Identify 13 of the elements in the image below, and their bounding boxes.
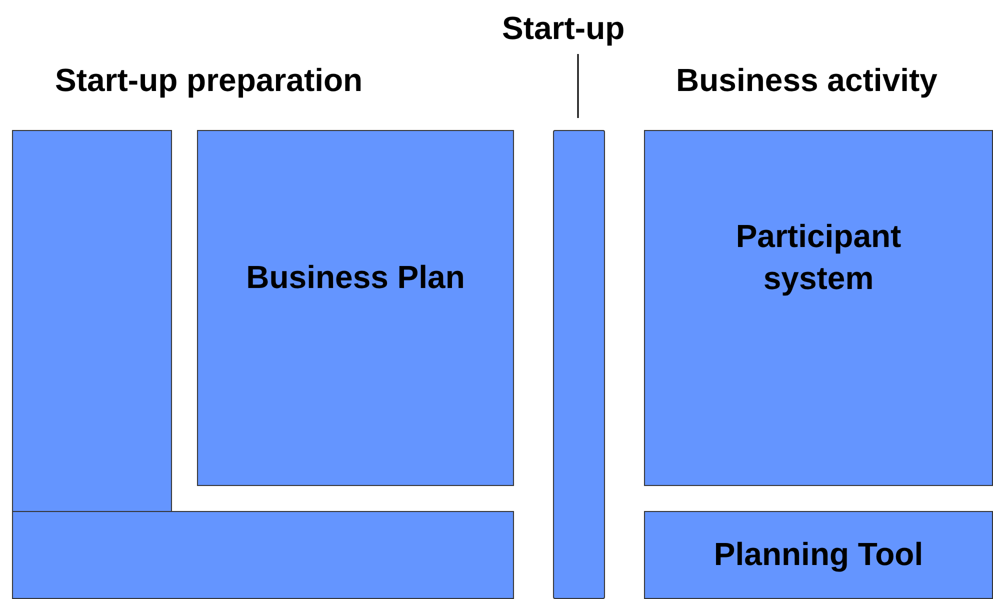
block-label: Participant system (734, 217, 902, 298)
column-block (12, 130, 172, 512)
column-bar (553, 130, 605, 599)
plan-block (197, 130, 514, 486)
heading-text: Start-up (502, 10, 638, 50)
section-heading: Start-up preparation (55, 62, 363, 99)
section-heading: Business activity (676, 62, 938, 99)
tool-block (644, 511, 993, 599)
bar-block (12, 511, 514, 599)
leader-line (577, 54, 579, 118)
block-label: Business Plan (246, 258, 465, 298)
system-block (644, 130, 993, 486)
block-label: Planning Tool (714, 535, 924, 574)
